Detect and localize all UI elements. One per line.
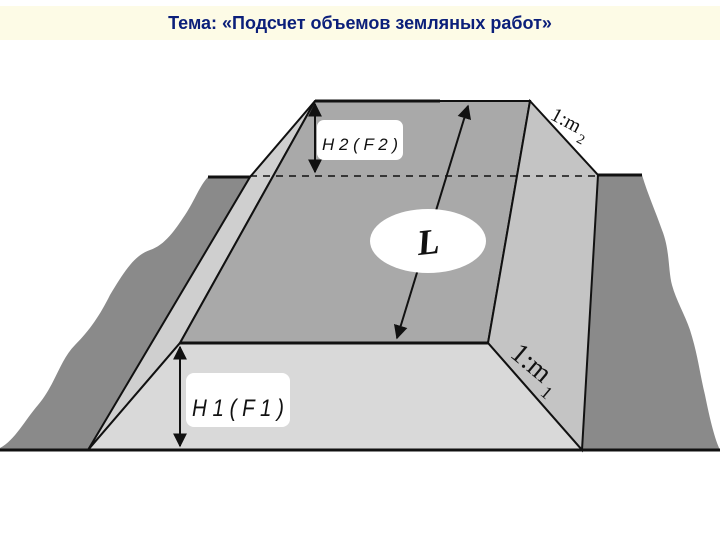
title-bar: Тема: «Подсчет объемов земляных работ»	[0, 6, 720, 40]
length-label: L	[414, 221, 441, 263]
page-title: Тема: «Подсчет объемов земляных работ»	[168, 12, 552, 33]
h2-label-box	[317, 120, 403, 160]
terrain-left	[0, 177, 250, 450]
h2-label: H 2 ( F 2 )	[322, 135, 398, 154]
h1-label: H 1 ( F 1 )	[192, 395, 284, 422]
length-label-ellipse	[370, 209, 486, 273]
h1-label-box	[186, 373, 290, 427]
terrain-right	[582, 175, 720, 450]
